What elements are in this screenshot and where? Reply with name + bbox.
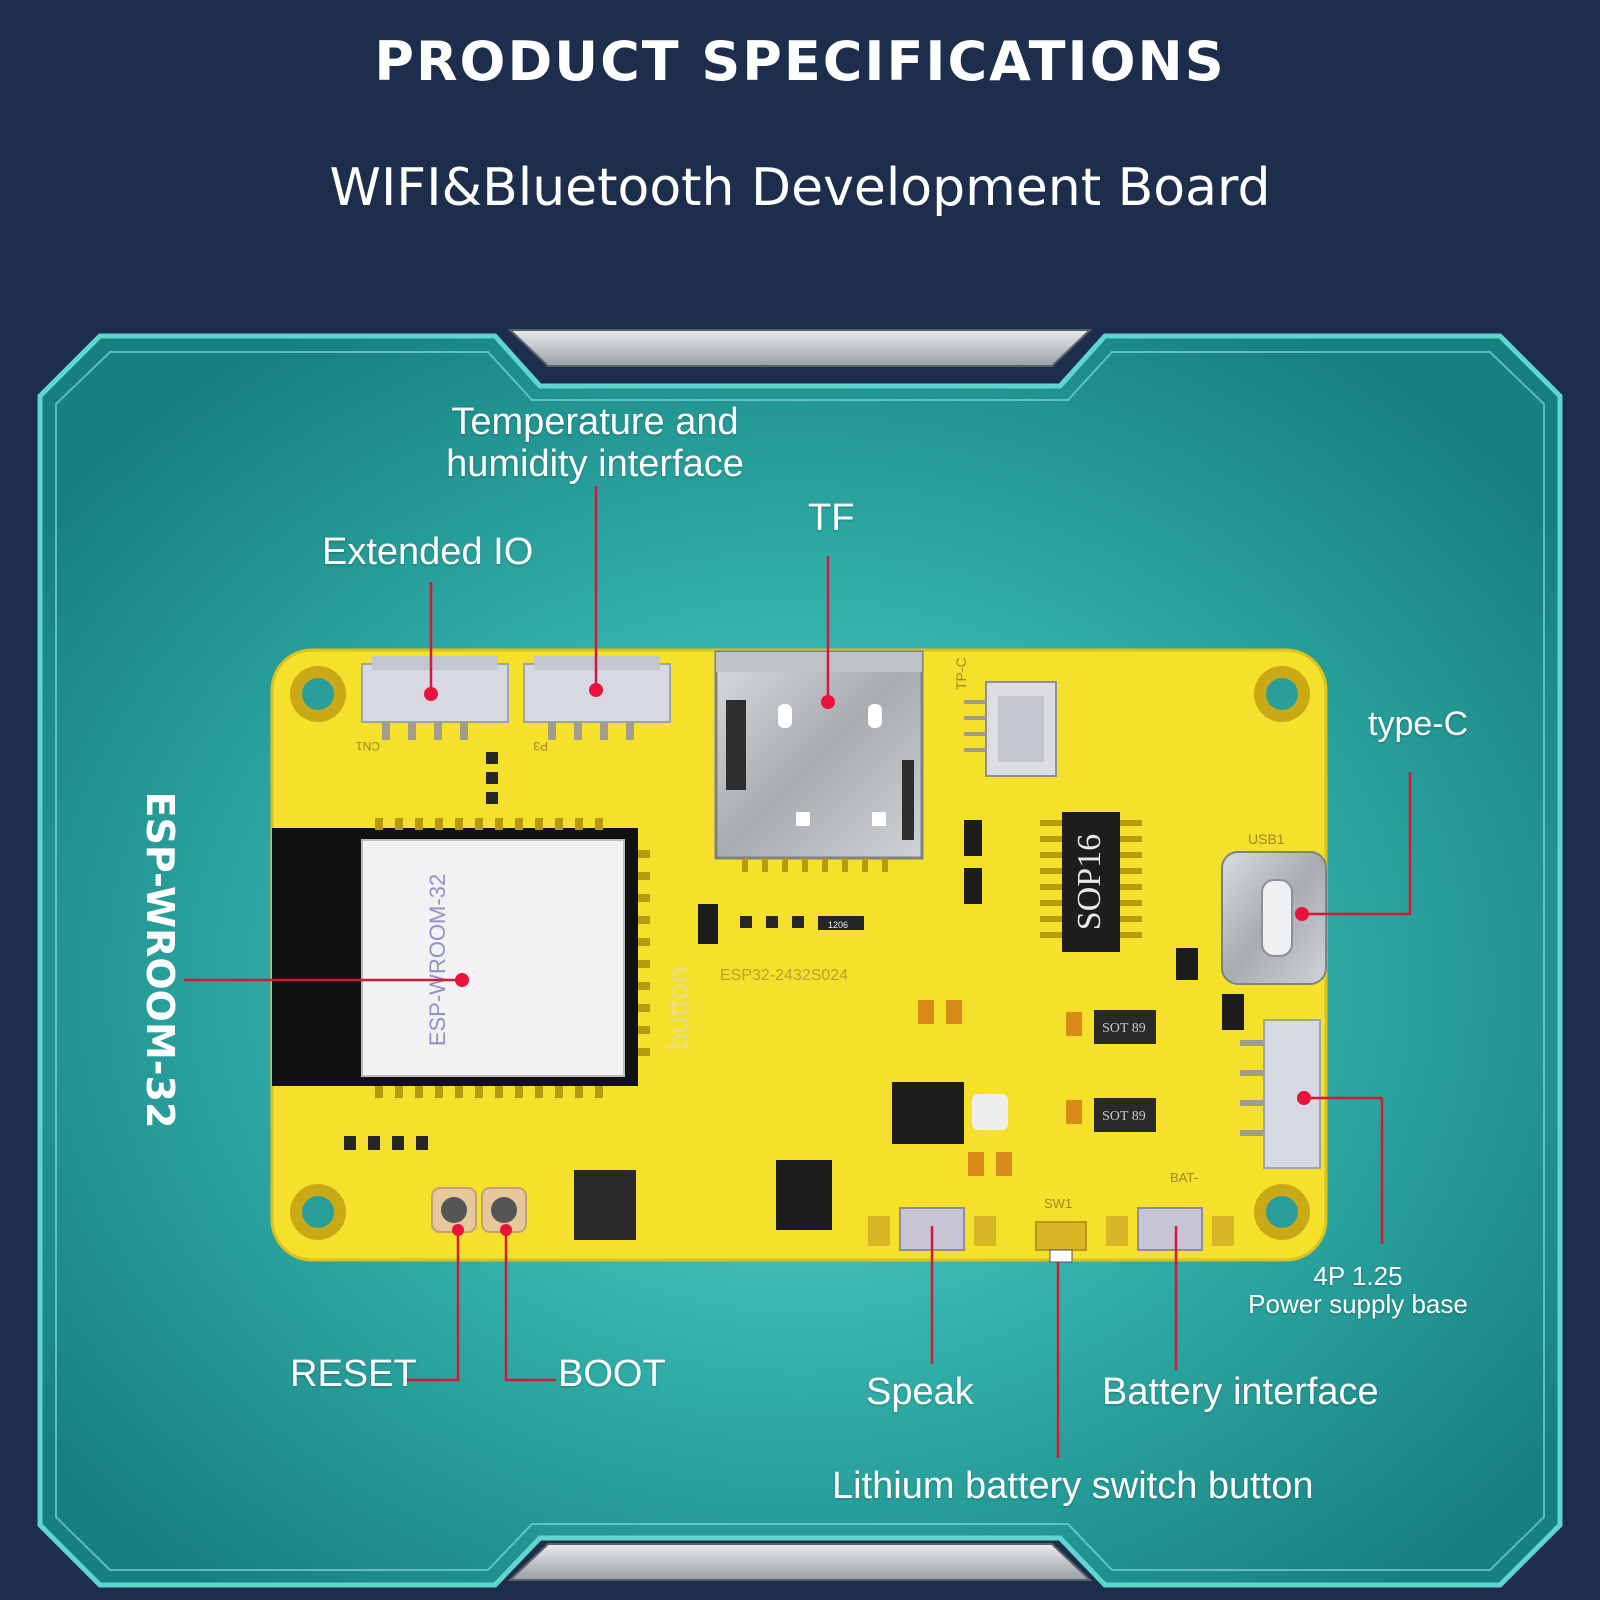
page-subtitle: WIFI&Bluetooth Development Board — [329, 158, 1271, 218]
lithium-switch-part — [1035, 1221, 1087, 1263]
board-id-silk: ESP32-2432S024 — [720, 967, 848, 984]
r1206-silk: 1206 — [828, 920, 848, 930]
esp-module: ESP-WROOM-32 — [272, 818, 650, 1098]
label-tf: TF — [808, 497, 855, 539]
tpc-silk: TP-C — [953, 657, 969, 690]
label-battery-interface: Battery interface — [1102, 1371, 1379, 1413]
sop16-silk: SOP16 — [1071, 834, 1108, 930]
module-silk-text: ESP-WROOM-32 — [425, 874, 450, 1046]
usb1-silk: USB1 — [1248, 831, 1285, 847]
label-speak: Speak — [866, 1371, 974, 1413]
misc-components: 1206 SOT 89 SOT 89 ESP32-2432S024 button… — [344, 752, 1244, 1240]
label-esp-module: ESP-WROOM-32 — [138, 791, 182, 1129]
label-reset: RESET — [290, 1353, 417, 1395]
usb-c-port: USB1 — [1221, 831, 1327, 985]
sot-silk-1: SOT 89 — [1102, 1021, 1146, 1036]
brand-silk: button — [662, 967, 695, 1050]
bat-silk: BAT- — [1170, 1170, 1198, 1185]
callout-dots — [424, 683, 1311, 1236]
label-power-base-line1: 4P 1.25 — [1313, 1261, 1403, 1291]
top-tab — [507, 329, 1093, 367]
cn1-silk: CN1 — [356, 739, 380, 753]
callout-lines — [184, 486, 1412, 1458]
p3-silk: P3 — [533, 739, 548, 753]
label-power-base-line2: Power supply base — [1248, 1289, 1468, 1319]
boot-button-part — [481, 1187, 527, 1233]
power-supply-connector — [1240, 1019, 1321, 1169]
mounting-holes — [290, 666, 1310, 1240]
label-temp-humidity: Temperature and humidity interface — [446, 401, 744, 485]
tp-c-connector: TP-C — [953, 657, 1057, 777]
bottom-tab — [507, 1543, 1093, 1581]
page-title: PRODUCT SPECIFICATIONS — [374, 30, 1226, 93]
tf-card-slot — [714, 650, 924, 872]
label-boot: BOOT — [558, 1353, 666, 1395]
reset-button-part — [431, 1187, 477, 1233]
label-extended-io: Extended IO — [322, 531, 534, 573]
sop16-chip: SOP16 — [1040, 812, 1142, 952]
sot-silk-2: SOT 89 — [1102, 1109, 1146, 1124]
label-lithium-switch: Lithium battery switch button — [832, 1465, 1314, 1507]
label-type-c: type-C — [1368, 705, 1469, 743]
sw1-silk: SW1 — [1044, 1196, 1072, 1211]
battery-connector — [1106, 1207, 1234, 1251]
